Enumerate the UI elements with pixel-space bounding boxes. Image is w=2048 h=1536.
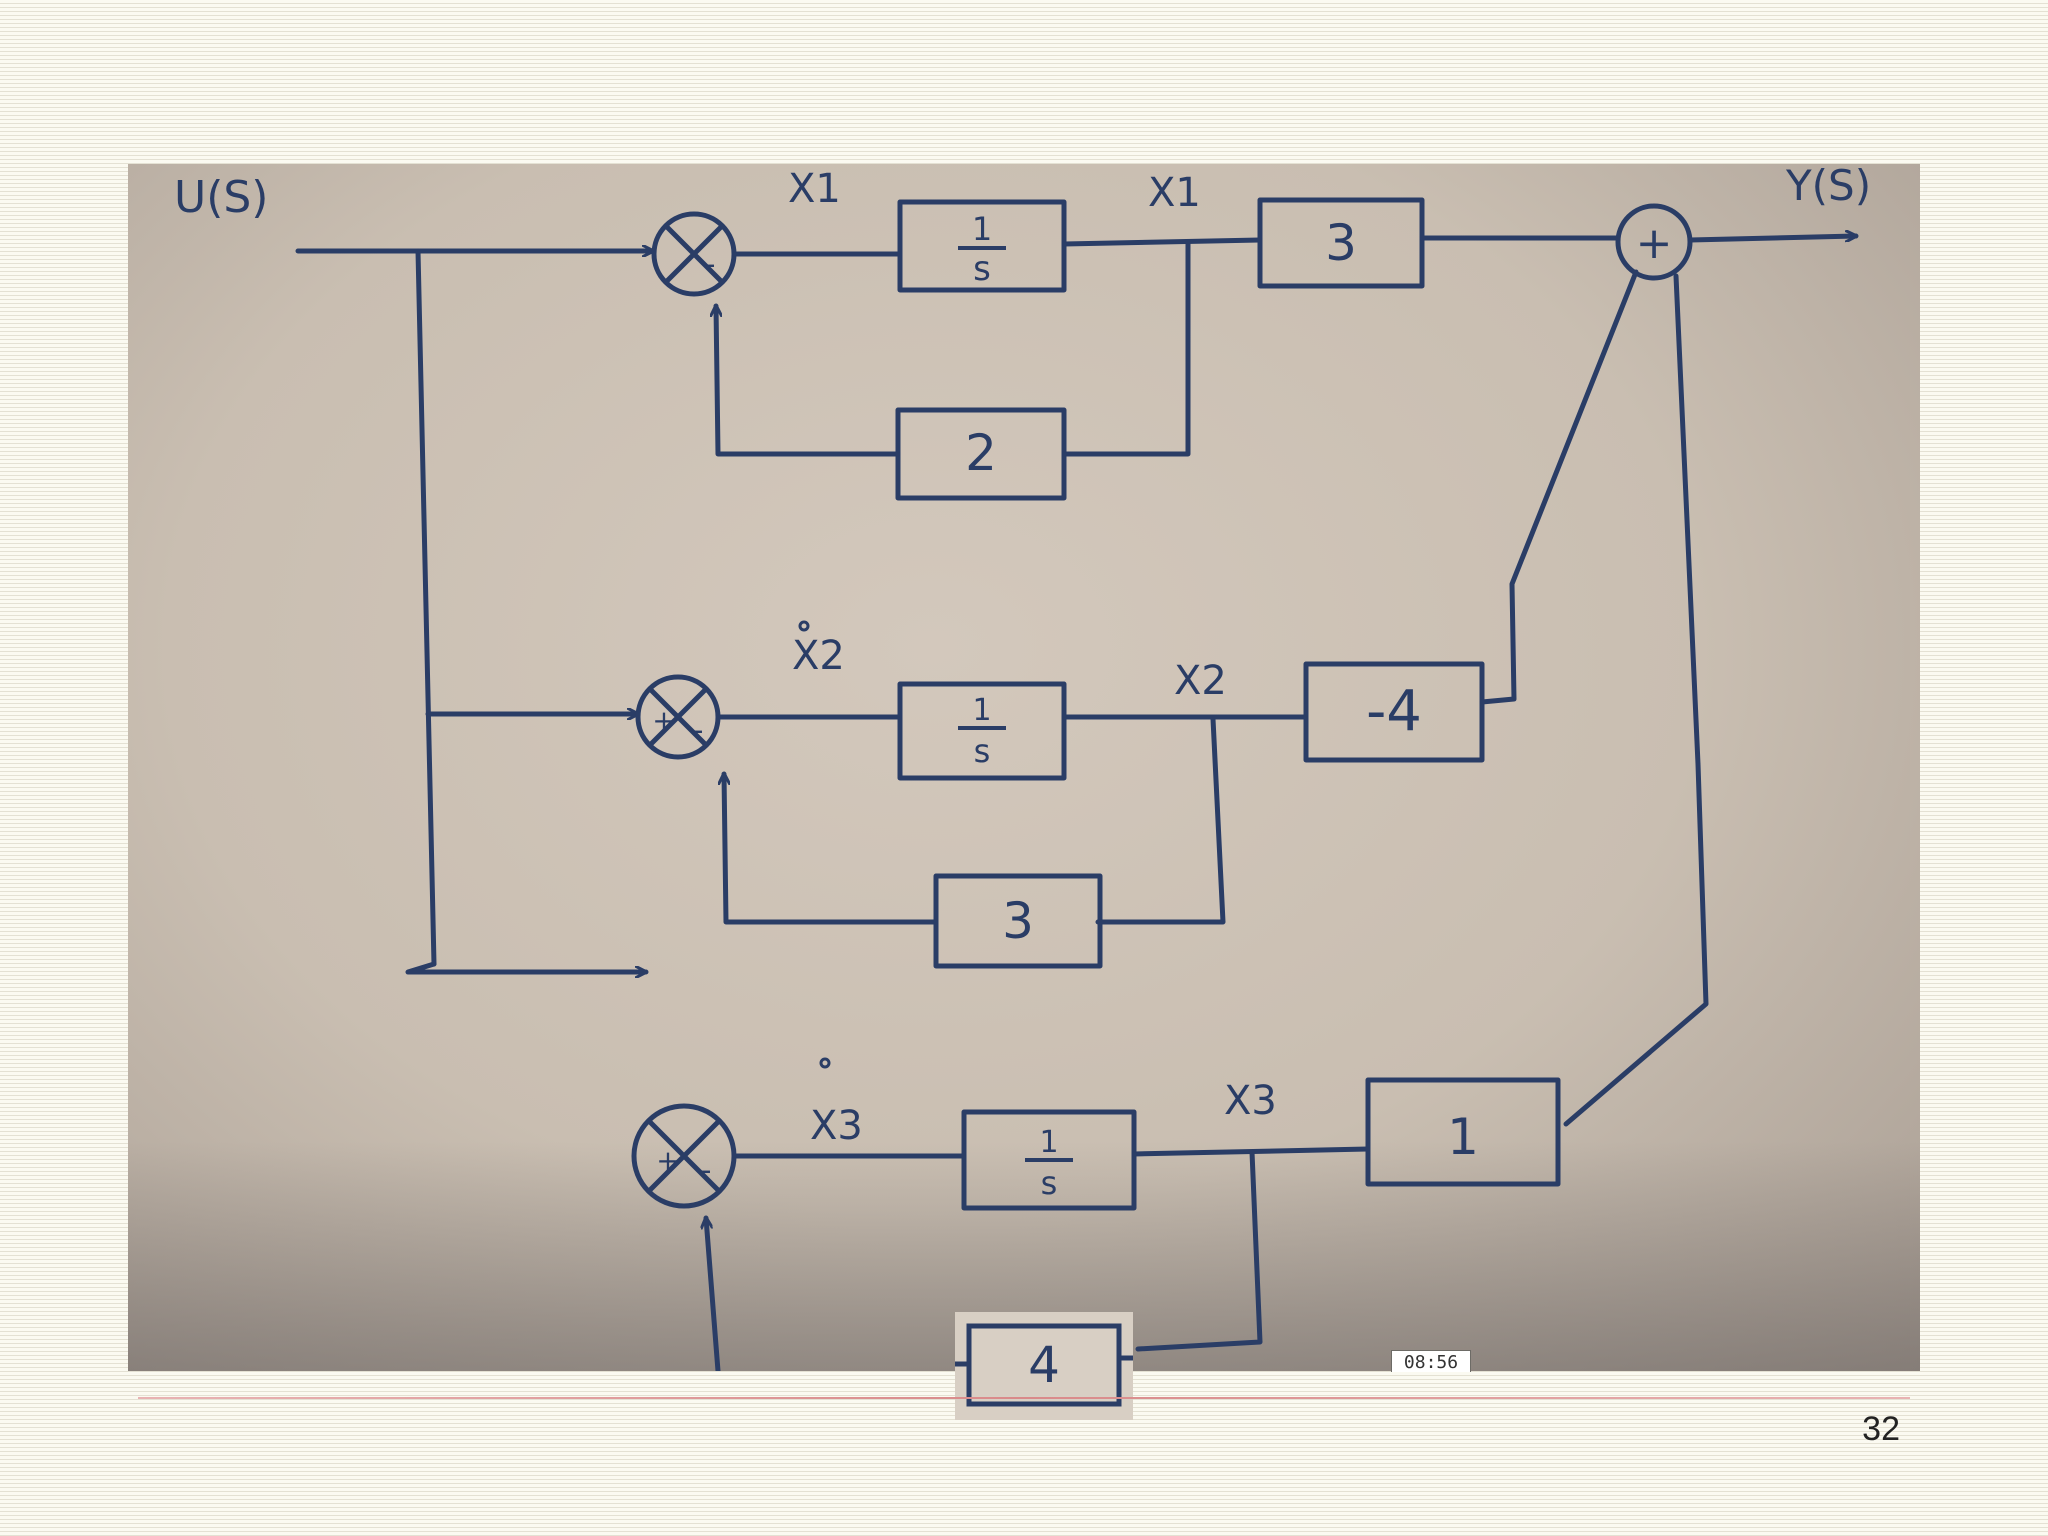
svg-text:1: 1 [972, 693, 991, 728]
x3-feedback-path [1135, 1149, 1263, 1352]
svg-text:1: 1 [972, 210, 992, 248]
gain3-to-output-sum [1563, 273, 1709, 1127]
integrator-label-3: 1 s [1025, 1125, 1073, 1202]
feedback-gain-1: 2 [965, 424, 997, 482]
label-x1-dot: X1 [788, 166, 841, 212]
label-x2-dot: X2 [792, 633, 845, 679]
page-number: 32 [1862, 1410, 1900, 1448]
output-gain-1: 3 [1325, 214, 1357, 272]
feedback-gain-2: 3 [1002, 892, 1034, 950]
svg-text:s: s [974, 732, 991, 770]
label-x3: X3 [1224, 1078, 1277, 1124]
output-gain-3: 1 [1447, 1108, 1479, 1166]
feedback-gain-inset: 4 [955, 1312, 1133, 1420]
output-gain-block-1 [1257, 197, 1425, 289]
output-sum-plus: + [1636, 218, 1673, 269]
label-x2: X2 [1174, 658, 1227, 704]
label-x1: X1 [1148, 170, 1201, 216]
output-line [1687, 236, 1859, 243]
sum1-minus: - [705, 247, 716, 282]
sum3-plus: + [656, 1144, 679, 1177]
block-diagram: U(S) Y(S) X1 X1 X2 X2 X3 X3 1 s 1 s 1 s … [174, 164, 1871, 1371]
integrator-block-2 [897, 681, 1067, 781]
input-to-sum-3 [405, 961, 649, 972]
footer-divider [138, 1397, 1910, 1399]
svg-text:s: s [973, 249, 991, 289]
sum3-minus: - [701, 1153, 712, 1188]
svg-text:s: s [1041, 1164, 1058, 1202]
input-label: U(S) [174, 172, 268, 223]
input-bus [415, 248, 437, 967]
integrator-label-2: 1 s [958, 693, 1006, 770]
x2-feedback-path [1095, 716, 1226, 925]
label-x3-dot: X3 [810, 1103, 863, 1149]
gain2-to-output-sum [1479, 269, 1639, 705]
output-gain-block-2 [1303, 661, 1485, 763]
sum2-plus: + [652, 704, 675, 737]
diagram-photo: U(S) Y(S) X1 X1 X2 X2 X3 X3 1 s 1 s 1 s … [128, 164, 1920, 1371]
x1-feedback-path [1061, 239, 1191, 457]
video-timestamp: 08:56 [1391, 1350, 1471, 1372]
integrator-label-1: 1 s [958, 210, 1006, 289]
feedback-gain-3: 4 [1028, 1336, 1060, 1394]
integrator-block-3 [961, 1109, 1137, 1211]
integrator1-out [1061, 237, 1263, 247]
output-gain-block-3 [1365, 1077, 1561, 1187]
output-gain-2: -4 [1366, 679, 1422, 744]
sum2-minus: - [693, 713, 704, 748]
svg-text:1: 1 [1039, 1125, 1058, 1160]
output-label: Y(S) [1785, 164, 1871, 210]
